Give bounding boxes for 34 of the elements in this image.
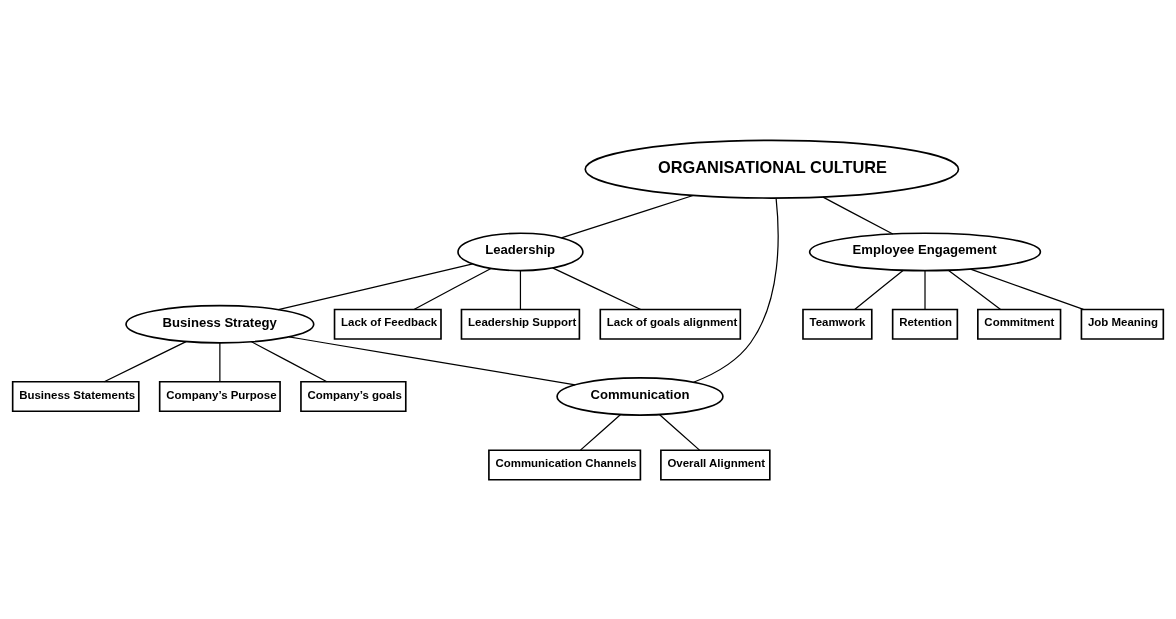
- node-box: Communication Channels: [488, 448, 642, 481]
- node-ellipse: Business Strategy: [125, 304, 315, 344]
- node-ellipse: ORGANISATIONAL CULTURE: [584, 139, 960, 199]
- connector: [103, 340, 187, 382]
- node-box: Business Statements: [11, 380, 140, 412]
- connector: [579, 413, 622, 451]
- connector: [969, 267, 1085, 310]
- connector: [658, 413, 701, 451]
- node-box: Lack of goals alignment: [599, 308, 742, 340]
- connector: [692, 197, 779, 383]
- node-box: Overall Alignment: [660, 448, 771, 481]
- node-ellipse: Leadership: [457, 231, 584, 271]
- connector: [288, 335, 576, 385]
- node-box: Teamwork: [802, 308, 873, 340]
- connector: [854, 269, 904, 310]
- node-box: Job Meaning: [1080, 308, 1165, 340]
- connector: [277, 262, 474, 310]
- connector: [519, 269, 522, 310]
- node-ellipse: Employee Engagement: [808, 231, 1042, 271]
- connector: [250, 340, 328, 382]
- connector: [560, 194, 694, 239]
- connector: [947, 269, 1002, 310]
- node-box: Retention: [891, 308, 959, 340]
- node-box: Company’s Purpose: [158, 380, 281, 412]
- connector: [551, 266, 642, 310]
- node-box: Commitment: [977, 308, 1062, 340]
- connector: [219, 341, 221, 382]
- node-box: Lack of Feedback: [333, 308, 442, 340]
- node-ellipse: Communication: [556, 376, 724, 416]
- connector: [822, 196, 894, 235]
- connector: [924, 269, 926, 310]
- node-box: Leadership Support: [460, 308, 581, 340]
- connector: [413, 267, 492, 310]
- node-box: Company’s goals: [300, 380, 407, 412]
